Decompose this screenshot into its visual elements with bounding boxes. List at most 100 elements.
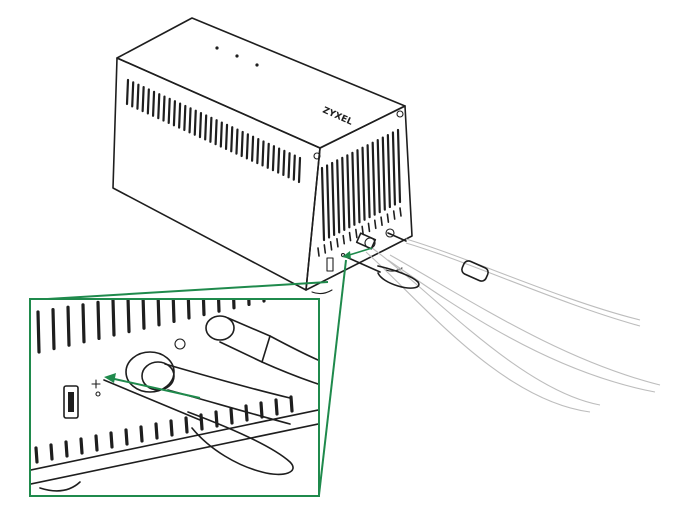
vent-slot: [79, 437, 84, 455]
vent-slot: [323, 244, 327, 254]
vent-slot: [36, 310, 41, 354]
inset-usb-port-icon: [63, 385, 79, 419]
vent-slot: [245, 133, 249, 160]
vent-slot: [341, 156, 346, 231]
coax-plug: [355, 232, 377, 250]
power-jack-icon: [385, 228, 395, 238]
vent-slot: [373, 219, 377, 230]
vent-slot: [141, 300, 146, 330]
ferrite-bead: [461, 260, 489, 282]
vent-slot: [186, 300, 191, 320]
vent-slot: [287, 152, 291, 179]
power-cable-line: [405, 238, 641, 321]
zoom-inset: [29, 298, 320, 497]
vent-slot: [204, 114, 208, 141]
vent-slot: [109, 431, 114, 449]
vent-slot: [230, 126, 234, 153]
inset-pointer-arrow: [109, 377, 201, 399]
side-vent-slots: [125, 78, 302, 184]
vent-slot: [289, 395, 294, 413]
vent-slot: [66, 305, 71, 347]
vent-slot: [131, 81, 135, 108]
vent-slot: [201, 300, 206, 317]
vent-slot: [229, 407, 234, 425]
device-foot: [311, 289, 333, 295]
vent-slot: [34, 446, 39, 464]
vent-slot: [361, 146, 366, 221]
vent-slot: [292, 154, 296, 181]
inset-usb-slot: [68, 392, 74, 412]
pointer-arrowhead: [342, 251, 351, 259]
vent-slot: [157, 93, 161, 120]
vent-slot: [151, 90, 156, 117]
vent-slot: [136, 83, 140, 110]
vent-slot: [386, 133, 391, 209]
vent-slot: [244, 404, 249, 422]
vent-slot: [274, 398, 279, 416]
inset-device-base: [31, 423, 318, 485]
status-led-dots: [215, 46, 259, 67]
vent-slot: [336, 159, 341, 234]
vent-slot: [262, 300, 266, 303]
vent-slot: [124, 428, 129, 446]
vent-slot: [386, 213, 390, 223]
inset-device-foot: [39, 481, 81, 492]
vent-slot: [346, 154, 351, 229]
vent-slot: [162, 95, 166, 122]
vent-slot: [125, 78, 130, 106]
power-cable-line: [405, 242, 641, 327]
coax-cable-line: [371, 247, 601, 406]
vent-slot: [277, 147, 281, 174]
vent-slot: [126, 300, 131, 334]
vent-slot: [216, 300, 221, 313]
vent-slot: [96, 300, 101, 340]
vent-slot: [381, 136, 386, 211]
vent-slot: [198, 111, 203, 139]
vent-slot: [271, 145, 276, 172]
vent-slot: [399, 207, 402, 217]
vent-slot: [256, 137, 260, 165]
callout-leader: [30, 259, 347, 496]
brand-logo: ZYXEL: [321, 106, 354, 128]
vent-slot: [259, 401, 264, 419]
device-front-face: [305, 105, 413, 291]
vent-slot: [178, 102, 182, 129]
vent-slot: [297, 156, 302, 184]
vent-slot: [81, 303, 86, 344]
vent-slot: [355, 228, 358, 239]
front-vent-slots: [317, 128, 402, 257]
vent-slot: [141, 85, 145, 113]
callout-line-right: [318, 259, 347, 496]
vent-slot: [250, 135, 255, 162]
callout-line-left: [30, 281, 329, 301]
vent-slot: [51, 308, 56, 351]
vent-slot: [391, 131, 397, 206]
inset-power-connector: [174, 315, 318, 385]
vent-slot: [167, 97, 171, 125]
inset-vent-slots: [34, 300, 294, 464]
vent-slot: [156, 300, 161, 327]
vent-slot: [232, 300, 236, 310]
device-top-face: [116, 17, 406, 149]
network-cable-line: [387, 259, 656, 393]
inset-reset-hole-icon: [91, 379, 101, 397]
vent-slot: [366, 144, 371, 219]
vent-slot: [325, 164, 331, 239]
vent-slot: [235, 128, 239, 155]
vent-slot: [336, 237, 339, 248]
vent-slot: [240, 130, 244, 158]
vent-slot: [356, 149, 361, 224]
vent-slot: [331, 161, 336, 237]
inset-device-bottom-edge: [31, 409, 318, 471]
cables: [343, 232, 661, 413]
vent-slot: [224, 123, 229, 151]
reset-pin-tool: [343, 255, 420, 289]
vent-slot: [209, 116, 213, 143]
vent-slot: [329, 241, 333, 251]
vent-slot: [188, 107, 192, 134]
vent-slot: [266, 142, 270, 169]
vent-slot: [261, 140, 265, 167]
vent-slot: [348, 231, 352, 242]
vent-slot: [282, 149, 286, 177]
